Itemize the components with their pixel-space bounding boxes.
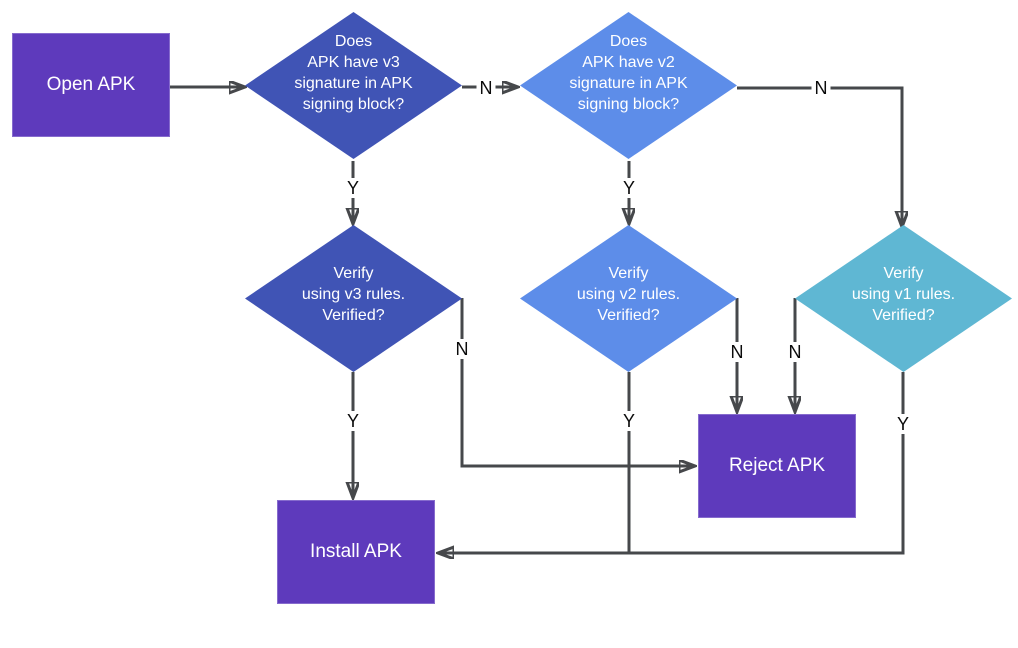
node-install-apk-label: Install APK: [310, 541, 402, 562]
node-install-apk: Install APK: [277, 500, 435, 604]
edge-label-check-v3-no: N: [476, 78, 496, 98]
node-verify-v1-label: Verify using v1 rules. Verified?: [851, 265, 956, 324]
node-check-v3-label: Does APK have v3 signature in APK signin…: [294, 32, 413, 113]
edge-check-v2-no-to-verify-v1: [737, 86, 902, 225]
node-verify-v2-label: Verify using v2 rules. Verified?: [576, 265, 681, 324]
edge-label-verify-v2-no: N: [727, 342, 747, 362]
node-reject-apk: Reject APK: [698, 414, 856, 518]
edge-label-check-v3-yes: Y: [343, 178, 363, 198]
edge-label-check-v2-no: N: [811, 78, 831, 98]
node-open-apk-label: Open APK: [46, 74, 136, 95]
node-open-apk: Open APK: [12, 33, 170, 137]
node-check-v2-label: Does APK have v2 signature in APK signin…: [569, 32, 688, 113]
edge-label-verify-v1-yes: Y: [893, 414, 913, 434]
edge-label-verify-v3-no: N: [452, 339, 472, 359]
edge-label-verify-v2-yes: Y: [619, 411, 639, 431]
node-verify-v3-label: Verify using v3 rules. Verified?: [301, 265, 406, 324]
node-reject-apk-label: Reject APK: [728, 455, 826, 476]
edge-label-verify-v3-yes: Y: [343, 411, 363, 431]
edge-label-check-v2-yes: Y: [619, 178, 639, 198]
edge-label-verify-v1-no: N: [785, 342, 805, 362]
